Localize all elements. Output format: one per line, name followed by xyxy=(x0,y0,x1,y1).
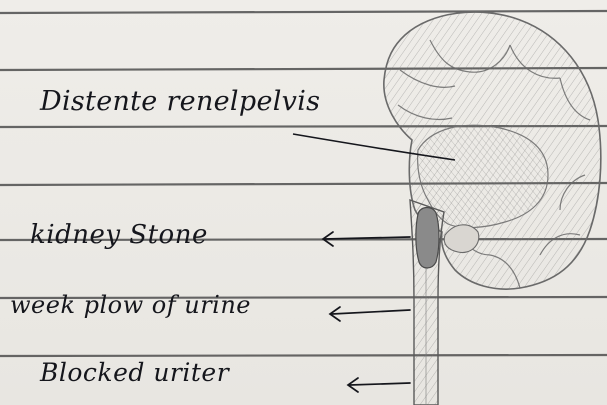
kidney-stone xyxy=(416,207,439,268)
blocked-ureter-label: Blocked uriter xyxy=(40,360,229,385)
blocked-ureter-arrow xyxy=(348,378,410,392)
weak-flow-arrow xyxy=(330,307,410,321)
weak-flow-label: week plow of urine xyxy=(10,293,251,317)
kidney-stone-label: kidney Stone xyxy=(30,222,208,248)
distended-pelvis-label: Distente renelpelvis xyxy=(40,88,320,115)
kidney-stone-arrow xyxy=(323,232,410,246)
